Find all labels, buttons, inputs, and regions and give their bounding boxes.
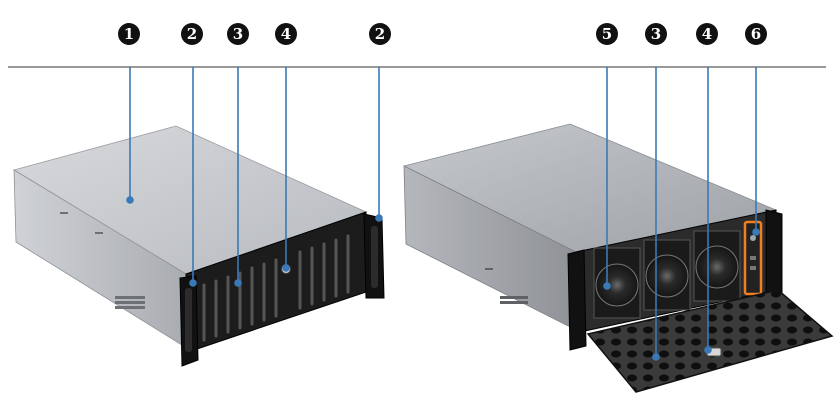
callout-4-left-label: 4 xyxy=(281,25,291,43)
power-button xyxy=(750,235,756,241)
callout-3-right-label: 3 xyxy=(651,25,661,43)
callout-3-left: 3 xyxy=(227,23,249,45)
callout-6-label: 6 xyxy=(751,25,761,43)
fan xyxy=(595,263,639,307)
callout-1-label: 1 xyxy=(124,25,134,43)
handle-right-right xyxy=(765,209,783,297)
fan xyxy=(695,245,739,289)
callout-4-right-label: 4 xyxy=(702,25,712,43)
callout-5: 5 xyxy=(596,23,618,45)
callout-1: 1 xyxy=(118,23,140,45)
chassis-closed xyxy=(12,125,385,367)
callout-4-left: 4 xyxy=(275,23,297,45)
handle-grip-right xyxy=(371,226,378,288)
callout-2-left: 2 xyxy=(181,23,203,45)
bezel-slats xyxy=(202,234,350,342)
callout-2-left-label: 2 xyxy=(187,25,197,43)
callout-6: 6 xyxy=(745,23,767,45)
callout-2-right: 2 xyxy=(369,23,391,45)
open-door xyxy=(586,289,834,393)
callout-3-left-label: 3 xyxy=(233,25,243,43)
side-vents-right xyxy=(485,268,528,304)
fan xyxy=(645,254,689,298)
callout-2-right-label: 2 xyxy=(375,25,385,43)
callout-3-right: 3 xyxy=(645,23,667,45)
callout-4-right: 4 xyxy=(696,23,718,45)
handle-grip-left xyxy=(185,288,192,352)
usb-port xyxy=(750,266,756,270)
callout-5-label: 5 xyxy=(602,25,612,43)
chassis-open xyxy=(402,123,834,393)
leader-lines xyxy=(126,67,760,361)
side-vents xyxy=(60,212,145,309)
usb-port xyxy=(750,256,756,260)
handle-left-right xyxy=(567,249,587,351)
